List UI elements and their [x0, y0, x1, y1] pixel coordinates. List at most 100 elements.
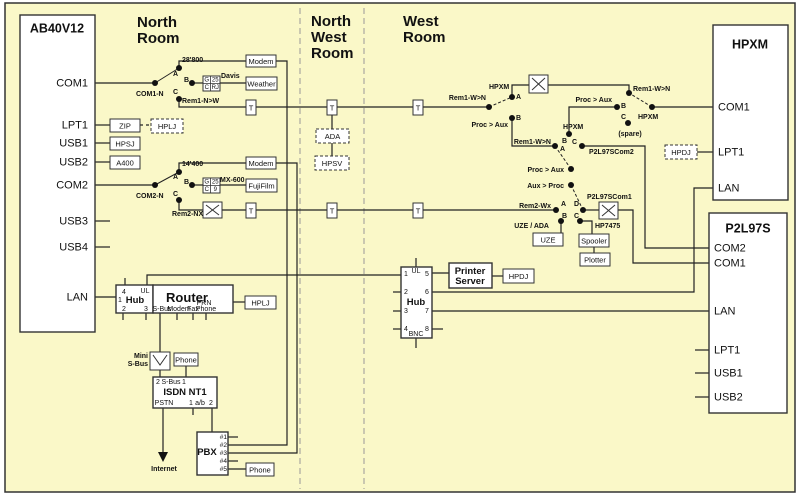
label-28-800: 28'800	[182, 57, 203, 64]
hub-west	[400, 266, 433, 339]
box-plotter	[579, 252, 611, 267]
switch-arm	[154, 67, 180, 84]
label-3: #3	[220, 450, 228, 457]
label-b: B	[621, 103, 626, 110]
label-1: 1	[118, 297, 122, 304]
label-mx-600: MX-600	[220, 177, 245, 184]
wire	[432, 187, 713, 293]
label-usb3: USB3	[59, 216, 88, 228]
junction-dot	[626, 90, 632, 96]
label-2: 2	[122, 306, 126, 313]
junction-dot	[568, 182, 574, 188]
label-north: North	[137, 14, 177, 31]
label-4: #4	[220, 458, 228, 465]
label-north: North	[311, 13, 351, 30]
label-com1: COM1	[56, 78, 88, 90]
adapter-cell-rj: RJ	[212, 85, 219, 91]
label-rem2-nx: Rem2-NX	[172, 211, 203, 218]
junction-dot	[509, 94, 515, 100]
label-usb4: USB4	[59, 242, 88, 254]
label-ul: UL	[412, 268, 421, 275]
label-4: 4	[122, 289, 126, 296]
box-modem	[245, 54, 277, 68]
junction-dot	[580, 207, 586, 213]
label-ul: UL	[141, 288, 150, 295]
label-west: West	[311, 29, 347, 46]
label-a: A	[173, 174, 178, 181]
label-aux-proc: Aux > Proc	[527, 183, 564, 190]
box-t	[326, 202, 338, 219]
funnel-icon	[152, 354, 168, 366]
box-phone	[173, 352, 199, 367]
label-com1-n: COM1-N	[136, 91, 164, 98]
label-c: C	[173, 89, 178, 96]
label-pstn: PSTN	[155, 400, 174, 407]
junction-dot	[614, 104, 620, 110]
box-weather	[245, 76, 278, 91]
box-label-modem: Modem	[248, 159, 273, 168]
adapter-cell-c: C	[205, 187, 210, 193]
label-lan: LAN	[714, 306, 735, 318]
wire	[568, 106, 617, 134]
label-8: 8	[425, 326, 429, 333]
computer-p2l97s	[708, 212, 788, 414]
label-2: 2	[404, 289, 408, 296]
box-spooler	[578, 233, 610, 248]
box-modem	[245, 156, 277, 170]
label-a: A	[173, 71, 178, 78]
label-lpt1: LPT1	[718, 147, 744, 159]
label-3: 3	[404, 308, 408, 315]
wire	[228, 60, 288, 446]
box-label-a400: A400	[116, 159, 134, 168]
box-ada	[315, 128, 350, 144]
label-proc-aux: Proc > Aux	[527, 167, 564, 174]
box-label-zip: ZIP	[119, 122, 131, 131]
adapter-cell-25: 25	[212, 77, 219, 83]
label-5: #5	[220, 466, 228, 473]
label-modem: Modem	[167, 306, 191, 313]
label-room: Room	[311, 45, 354, 62]
adapter-cell-g: G	[204, 179, 209, 185]
label-1: 1	[182, 379, 186, 386]
label-room: Room	[137, 30, 180, 47]
label-c: C	[173, 191, 178, 198]
junction-dot	[649, 104, 655, 110]
box-label-ada: ADA	[325, 132, 340, 141]
box-a400	[109, 155, 141, 170]
box-hpdj	[502, 268, 535, 284]
label-isdn-nt1: ISDN NT1	[163, 387, 207, 398]
box-uze	[532, 232, 564, 247]
label-3: 3	[144, 306, 148, 313]
wire	[146, 274, 401, 285]
label-usb1: USB1	[59, 138, 88, 150]
box-label-t: T	[416, 104, 421, 113]
label-pbx: PBX	[197, 447, 217, 458]
junction-dot	[566, 131, 572, 137]
adapter-cell-g: G	[204, 77, 209, 83]
box-label-phone: Phone	[249, 466, 271, 475]
label-com2: COM2	[56, 180, 88, 192]
label-a: A	[560, 146, 565, 153]
label-spare: (spare)	[618, 131, 641, 138]
box-label-hpsj: HPSJ	[115, 140, 134, 149]
label-b: B	[184, 77, 189, 84]
box-label-hpsv: HPSV	[322, 159, 342, 168]
label-hub: Hub	[407, 297, 426, 308]
label-rem1-n-w: Rem1-N>W	[182, 98, 220, 105]
box-label-t: T	[330, 207, 335, 216]
label-c: C	[574, 213, 579, 220]
box-label-t: T	[416, 207, 421, 216]
label-printer: Printer	[455, 266, 486, 277]
box-label-fujifilm: FujiFilm	[248, 182, 274, 191]
adapter-cell-25: 25	[212, 179, 219, 185]
box-label-modem: Modem	[248, 57, 273, 66]
label-ab40v12: AB40V12	[30, 22, 84, 36]
junction-dot	[176, 197, 182, 203]
label-hpxm: HPXM	[732, 38, 768, 52]
label-2: 2	[156, 379, 160, 386]
box-hpdj	[664, 144, 698, 160]
junction-dot	[553, 207, 559, 213]
junction-dot	[152, 80, 158, 86]
junction-dot	[552, 143, 558, 149]
